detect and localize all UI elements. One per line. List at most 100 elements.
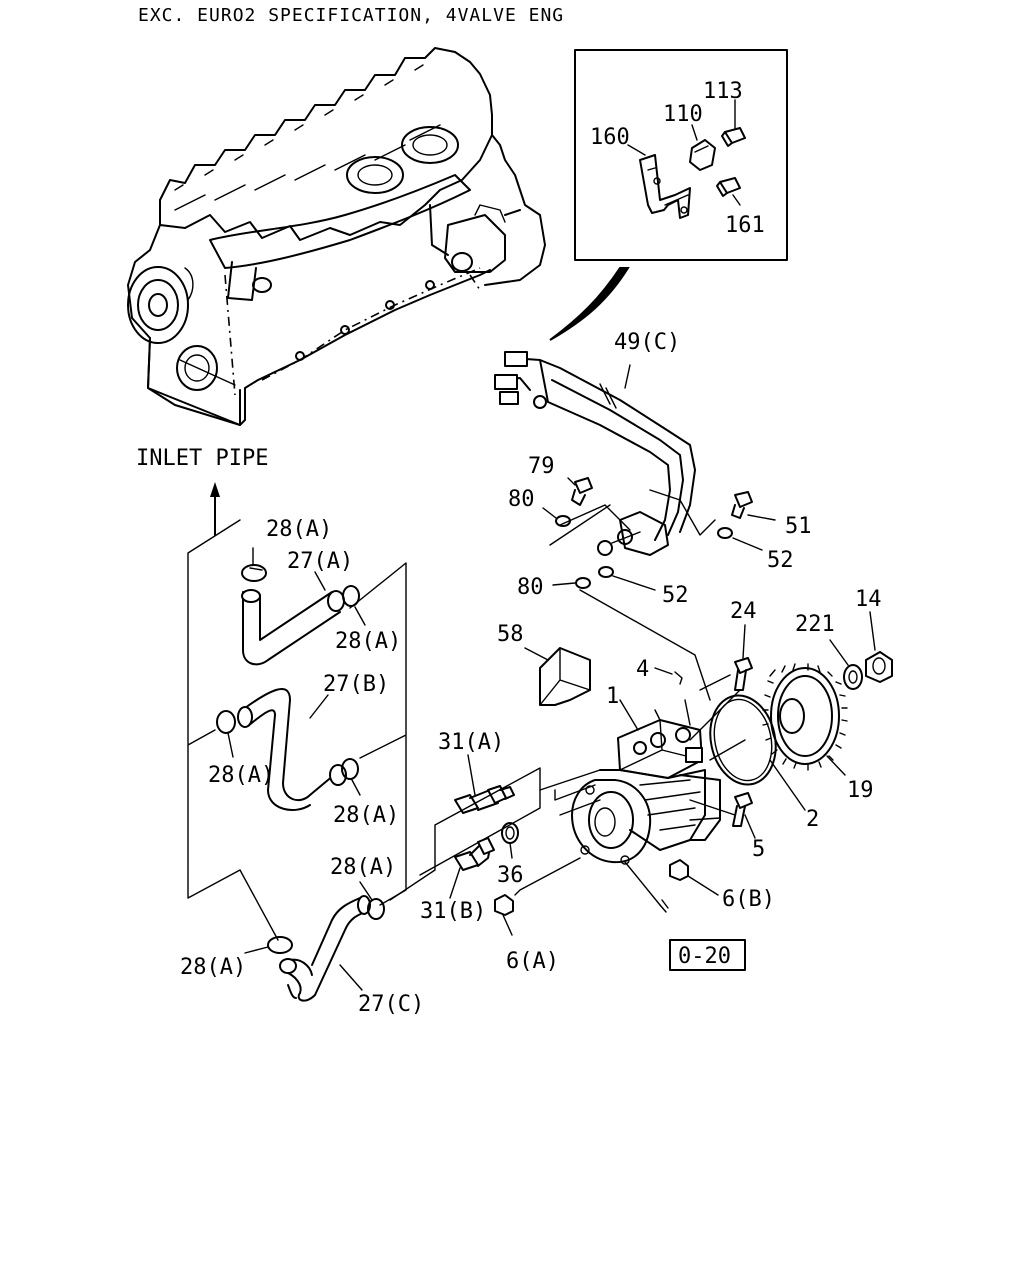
stud-24 <box>734 624 753 691</box>
guide-line-5 <box>689 799 736 816</box>
label-28a-5: 28(A) <box>180 955 246 980</box>
leader-28a-5 <box>244 946 269 954</box>
o-ring-36 <box>501 822 519 844</box>
label-27b: 27(B) <box>323 672 389 697</box>
leader-4 <box>654 667 673 675</box>
o-ring-36-inner <box>505 826 515 840</box>
clamp-28a-5 <box>267 936 293 954</box>
leader-80-top <box>542 507 557 519</box>
hose-27a <box>241 589 345 666</box>
label-ref-0-20: 0-20 <box>678 944 731 969</box>
label-52-lower: 52 <box>662 583 689 608</box>
label-5: 5 <box>752 837 765 862</box>
clamp-28a-3 <box>216 710 236 734</box>
washer-52-right <box>717 527 733 539</box>
guide-line-6a <box>514 857 581 896</box>
guide-lines-80 <box>579 589 711 701</box>
inlet-arrow <box>210 482 220 536</box>
label-27a: 27(A) <box>287 549 353 574</box>
bolt-79 <box>567 477 593 506</box>
label-6b: 6(B) <box>722 887 775 912</box>
leader-221 <box>829 639 849 666</box>
hose-27c <box>279 895 371 1002</box>
fitting-31b <box>449 837 495 899</box>
label-28a-1: 28(A) <box>266 517 332 542</box>
leader-36 <box>509 842 513 859</box>
screw-4 <box>674 671 683 685</box>
label-28a-6: 28(A) <box>330 855 396 880</box>
engine-block <box>127 47 546 426</box>
label-inlet-pipe: INLET PIPE <box>136 446 268 471</box>
label-52-right: 52 <box>767 548 794 573</box>
guide-lines-79 <box>549 504 631 546</box>
label-51: 51 <box>785 514 812 539</box>
label-28a-3: 28(A) <box>208 763 274 788</box>
label-80-lower: 80 <box>517 575 544 600</box>
leader-52-right <box>732 537 763 551</box>
leader-28a-3 <box>227 732 234 758</box>
leader-28a-4 <box>351 779 361 796</box>
label-110: 110 <box>663 102 703 127</box>
label-80-top: 80 <box>508 487 535 512</box>
washer-80-lower <box>575 577 591 589</box>
leader-28a-2 <box>354 606 366 626</box>
label-24: 24 <box>730 599 757 624</box>
fitting-31a <box>454 754 515 814</box>
nut-14 <box>865 611 893 683</box>
guide-line-oring <box>689 689 746 761</box>
clamp-28a-1-detail <box>249 567 263 571</box>
cover-58 <box>524 647 591 706</box>
label-27c: 27(C) <box>358 992 424 1017</box>
bolt-51 <box>731 491 776 521</box>
nut-6a <box>494 894 514 916</box>
label-58: 58 <box>497 622 524 647</box>
hose-frame-lines <box>187 519 407 941</box>
washer-52-lower <box>598 566 614 578</box>
diagram-title: EXC. EURO2 SPECIFICATION, 4VALVE ENG <box>138 5 564 26</box>
clamp-28a-6 <box>367 898 385 920</box>
label-161: 161 <box>725 213 765 238</box>
bolt-5 <box>732 792 756 839</box>
label-49c: 49(C) <box>614 330 680 355</box>
leader-27c <box>339 964 363 991</box>
leader-80-lower <box>552 582 576 586</box>
washer-80-top <box>555 515 571 527</box>
inset-pointer-arc <box>549 267 630 341</box>
label-31b: 31(B) <box>420 899 486 924</box>
guide-lines-51 <box>649 489 716 536</box>
guide-line-24 <box>699 674 731 691</box>
label-14: 14 <box>855 587 882 612</box>
leader-27a <box>314 571 326 591</box>
nut-6b <box>669 859 689 881</box>
label-36: 36 <box>497 863 524 888</box>
leader-28a-6 <box>359 881 373 901</box>
clamp-28a-2 <box>342 585 360 607</box>
injection-pipe-49c <box>494 351 696 556</box>
label-2: 2 <box>806 807 819 832</box>
label-221: 221 <box>795 612 835 637</box>
label-113: 113 <box>703 79 743 104</box>
label-160: 160 <box>590 125 630 150</box>
hose-27b <box>237 688 347 811</box>
detail-inset-box <box>574 49 788 261</box>
injection-pump-1 <box>571 699 721 913</box>
leader-6a <box>502 914 513 936</box>
clamp-28a-4 <box>341 758 359 780</box>
guide-lines-pump <box>539 769 601 816</box>
label-19: 19 <box>847 778 874 803</box>
clamp-28a-1 <box>241 564 267 582</box>
label-1: 1 <box>606 684 619 709</box>
leader-27b <box>309 694 329 719</box>
gear-19 <box>762 663 848 776</box>
label-28a-2: 28(A) <box>335 629 401 654</box>
label-79: 79 <box>528 454 555 479</box>
label-31a: 31(A) <box>438 730 504 755</box>
label-6a: 6(A) <box>506 949 559 974</box>
reference-box-0-20 <box>669 939 746 971</box>
washer-221-hole <box>848 670 858 684</box>
leader-6b <box>687 875 719 896</box>
leader-49c <box>624 364 631 389</box>
leader-52-lower <box>612 575 656 591</box>
